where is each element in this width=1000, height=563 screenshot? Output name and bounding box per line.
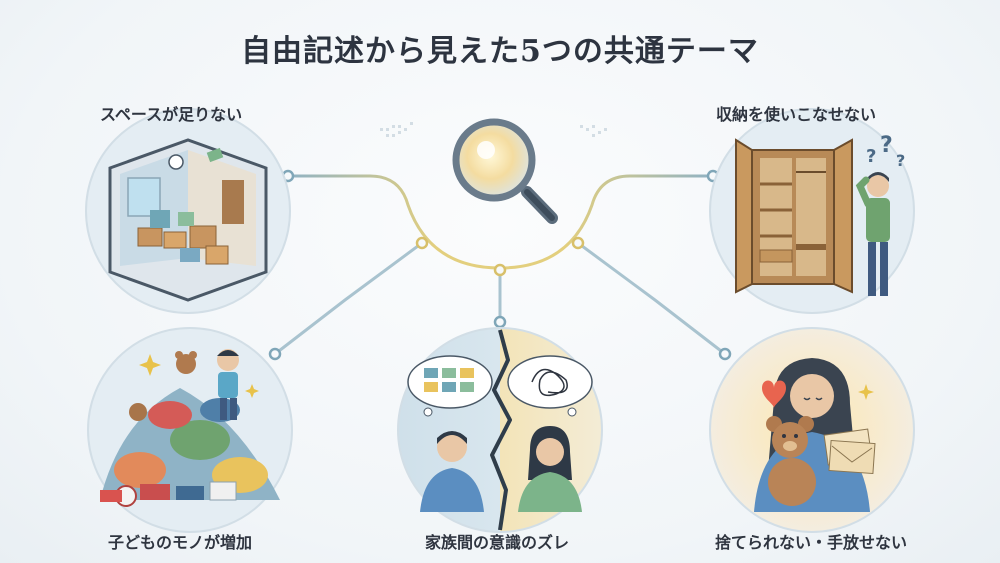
page-title: 自由記述から見えた5つの共通テーマ bbox=[241, 34, 759, 69]
node-letgo bbox=[718, 347, 732, 361]
theme-label-family-gap: 家族間の意識のズレ bbox=[425, 533, 570, 552]
child-figure bbox=[217, 349, 239, 420]
closet-illustration: ? ? ? bbox=[709, 108, 915, 314]
heart-icon bbox=[762, 380, 786, 408]
svg-text:?: ? bbox=[880, 133, 893, 158]
node-family bbox=[493, 315, 507, 329]
theme-label-cant-let-go: 捨てられない・手放せない bbox=[715, 533, 908, 552]
woman-figure bbox=[518, 426, 582, 512]
cant-let-go-illustration bbox=[709, 327, 915, 533]
teddy-bear-icon bbox=[766, 416, 816, 506]
thought-bubble-organized bbox=[407, 355, 493, 417]
theme-label-space-shortage: スペースが足りない bbox=[100, 105, 243, 124]
svg-text:?: ? bbox=[866, 146, 876, 167]
theme-label-kids-items: 子どものモノが増加 bbox=[108, 533, 253, 552]
family-gap-illustration bbox=[397, 327, 603, 533]
sparkle-icon bbox=[139, 354, 259, 398]
line-to-letgo bbox=[576, 241, 727, 356]
thought-bubble-tangled bbox=[507, 355, 593, 417]
map-dots-decoration bbox=[380, 122, 607, 137]
confused-person bbox=[855, 172, 890, 296]
sparkle-icon bbox=[858, 384, 874, 400]
line-to-kids bbox=[273, 241, 424, 356]
svg-text:?: ? bbox=[896, 151, 905, 170]
node-kids bbox=[268, 347, 282, 361]
theme-label-storage-misuse: 収納を使いこなせない bbox=[716, 105, 877, 124]
node-left-junction bbox=[415, 236, 429, 250]
man-figure bbox=[420, 431, 484, 512]
node-center bbox=[493, 263, 507, 277]
node-right-junction bbox=[571, 236, 585, 250]
cramped-room-illustration bbox=[85, 108, 291, 314]
letters-stack-icon bbox=[823, 428, 876, 475]
kids-items-illustration bbox=[87, 327, 293, 533]
magnifier-icon bbox=[452, 118, 558, 224]
question-marks-icon: ? ? ? bbox=[866, 133, 905, 170]
